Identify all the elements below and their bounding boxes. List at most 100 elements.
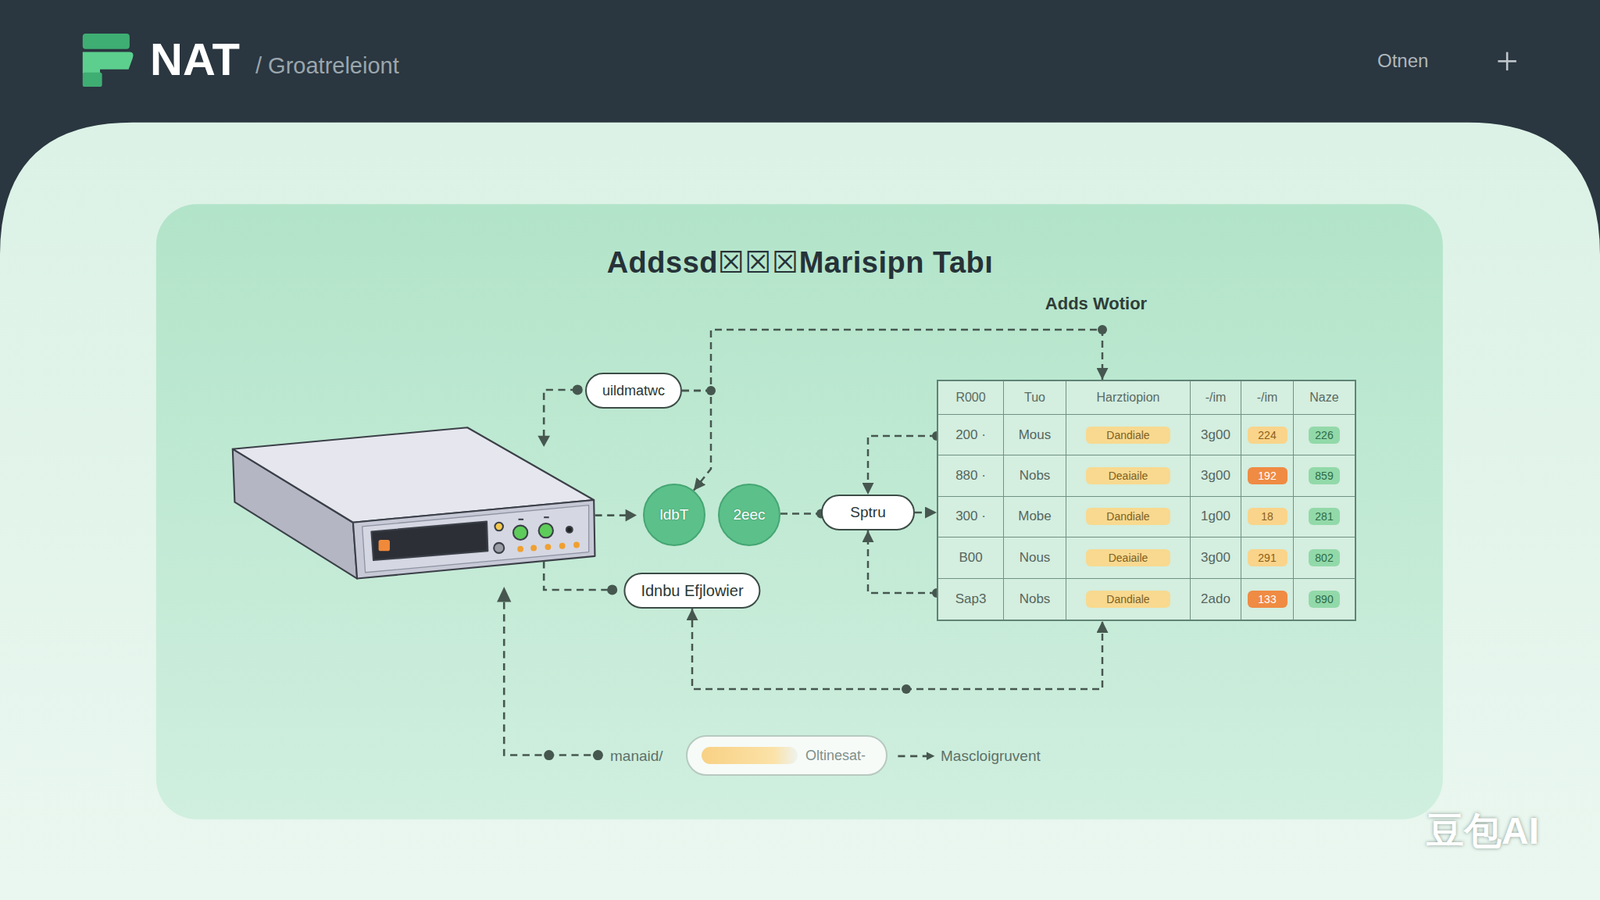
brand-name: NAT <box>150 32 240 87</box>
mapping-table: R000TuoHarztiopion-/im-/imNaze200 ·MousD… <box>936 379 1357 622</box>
column-header: Naze <box>1309 390 1339 405</box>
cell-value: Nous <box>1019 550 1051 566</box>
router-illustration-part <box>493 542 504 554</box>
router-illustration-part <box>371 521 488 561</box>
router-wires-part <box>543 560 611 590</box>
router-illustration-part <box>544 543 551 550</box>
breadcrumb: / Groatreleiont <box>255 52 400 80</box>
brand-logo <box>82 33 134 87</box>
router-wires-part <box>594 514 626 517</box>
table-cell: Dandiale <box>1066 578 1191 620</box>
brand-logo-part <box>82 33 130 50</box>
column-header: -/im <box>1257 390 1279 405</box>
wire-heads-part <box>926 752 935 761</box>
cell-value: Deaiaile <box>1085 467 1171 485</box>
wire-heads-part <box>607 584 618 595</box>
router-wires-part <box>503 602 598 756</box>
dashed-connector <box>867 530 937 593</box>
menu-item: Otnen <box>1377 50 1429 73</box>
process-circle: 2eec <box>717 483 781 547</box>
cell-value: 224 <box>1247 426 1288 444</box>
cell-value: 200 · <box>955 427 986 443</box>
cell-value: 859 <box>1308 467 1340 485</box>
cell-value: 3g00 <box>1200 427 1231 443</box>
table-cell: Tuo <box>1003 381 1067 415</box>
table-cell: Dandiale <box>1066 496 1191 538</box>
table-cell: Nobs <box>1003 578 1067 620</box>
cell-value: 192 <box>1247 467 1288 485</box>
router-illustration-part <box>559 542 566 550</box>
column-header: Tuo <box>1024 390 1046 405</box>
cell-value: 890 <box>1308 590 1340 608</box>
process-pill: uildmatwc <box>585 372 683 409</box>
table-cell: 3g00 <box>1190 414 1242 456</box>
table-cell: Harztiopion <box>1066 381 1191 415</box>
router-illustration-part <box>518 518 525 521</box>
process-pill: Idnbu Efjlowier <box>623 572 761 609</box>
brand-logo-part <box>82 72 103 87</box>
router-wires-part <box>897 755 929 758</box>
cell-value: 2ado <box>1200 591 1231 608</box>
cell-value: 291 <box>1247 549 1288 567</box>
dashed-connector <box>914 511 937 515</box>
wire-heads-part <box>625 509 637 522</box>
table-cell: Deaiaile <box>1066 537 1191 579</box>
cell-value: Dandiale <box>1085 507 1171 525</box>
wire-heads-part <box>537 435 550 447</box>
column-header: R000 <box>955 390 986 405</box>
table-cell: Mous <box>1003 414 1067 456</box>
process-pill: Sptru <box>821 494 915 531</box>
progress-bar <box>701 746 798 765</box>
node-label: Sptru <box>850 503 886 522</box>
plus-icon-part <box>1506 52 1509 72</box>
table-cell: 291 <box>1241 537 1294 579</box>
table-cell: 859 <box>1293 455 1355 497</box>
cell-value: 3g00 <box>1200 550 1231 566</box>
status-pill: Oltinesat- <box>685 735 888 776</box>
junction-dot <box>1097 325 1108 335</box>
table-cell: Nous <box>1003 537 1067 579</box>
node-label: uildmatwc <box>602 382 665 400</box>
table-cell: 281 <box>1293 496 1355 538</box>
outer-panel <box>0 122 1600 900</box>
table-cell: 890 <box>1293 578 1355 620</box>
cell-value: B00 <box>958 550 983 566</box>
table-cell: 192 <box>1241 455 1294 497</box>
cell-value: Nobs <box>1019 591 1051 608</box>
table-cell: 18 <box>1241 496 1294 538</box>
cell-value: Mobe <box>1017 508 1052 525</box>
cell-value: 133 <box>1247 590 1288 608</box>
table-cell: 3g00 <box>1190 537 1242 579</box>
cell-value: Dandiale <box>1085 590 1171 608</box>
junction-dot <box>706 385 716 396</box>
cell-value: 1g00 <box>1200 508 1231 525</box>
table-cell: R000 <box>938 381 1004 415</box>
router-illustration-part <box>362 505 590 573</box>
wire-heads-part <box>496 586 511 603</box>
router-illustration-part <box>543 516 550 518</box>
table-cell: 880 · <box>938 455 1004 497</box>
router-illustration-part <box>566 526 573 533</box>
wire-heads-part <box>592 750 604 761</box>
table-cell: B00 <box>938 537 1004 579</box>
cell-value: 281 <box>1308 507 1340 525</box>
router-illustration-part <box>513 525 528 540</box>
node-label: Oltinesat- <box>805 747 866 765</box>
router-illustration-part <box>530 544 537 551</box>
table-cell: 200 · <box>938 414 1004 456</box>
cell-value: 226 <box>1308 426 1340 444</box>
router-illustration <box>232 427 596 579</box>
router-illustration-part <box>517 546 524 553</box>
cell-value: Deaiaile <box>1085 549 1171 567</box>
table-cell: Dandiale <box>1066 414 1191 456</box>
table-cell: 226 <box>1293 414 1355 456</box>
table-cell: -/im <box>1190 381 1242 415</box>
table-cell: 3g00 <box>1190 455 1242 497</box>
router-wires <box>503 389 929 757</box>
table-cell: 224 <box>1241 414 1294 456</box>
wire-heads <box>496 384 935 761</box>
table-cell: -/im <box>1241 381 1294 415</box>
node-label: ldbT <box>660 506 690 524</box>
